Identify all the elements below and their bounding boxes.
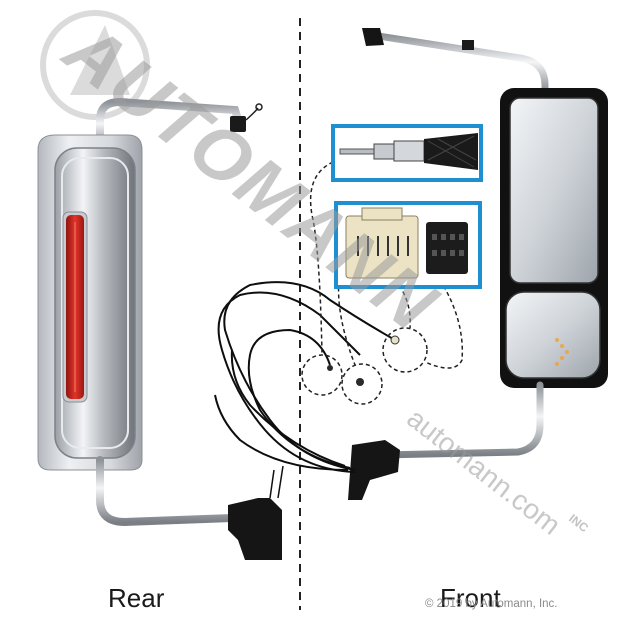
multipin-connector-callout <box>334 201 482 289</box>
front-mirror <box>348 28 608 500</box>
copyright-notice: © 2019 by Automann, Inc. <box>425 598 558 610</box>
wire-tips <box>327 335 400 386</box>
watermark-logo <box>40 10 150 120</box>
callout-circles <box>301 327 428 405</box>
wiring-harness <box>214 281 396 473</box>
antenna-connector-callout <box>331 124 483 182</box>
front-label: Front <box>440 583 501 613</box>
rear-label: Rear <box>108 583 165 613</box>
rear-mirror <box>37 97 284 560</box>
